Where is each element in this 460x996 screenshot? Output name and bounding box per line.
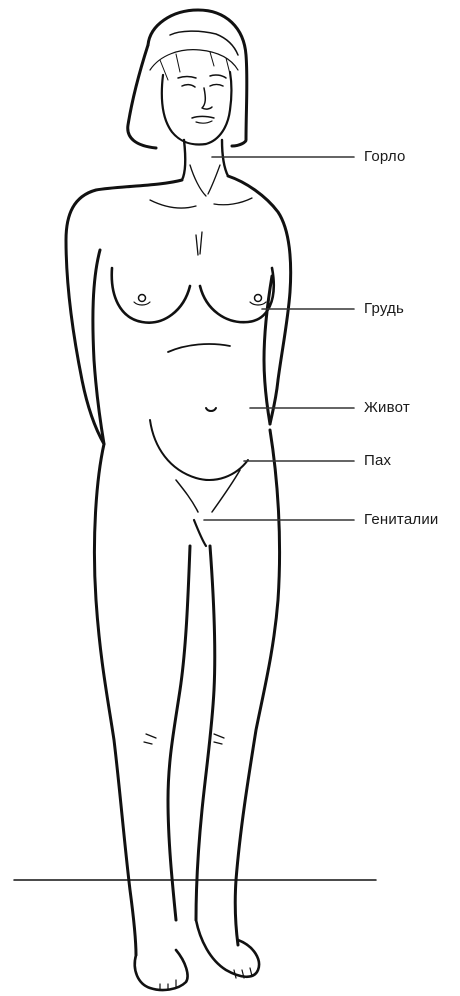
label-genitals: Гениталии [364,511,438,529]
label-belly: Живот [364,399,410,417]
breasts [112,268,274,323]
clavicles [150,198,252,255]
label-breast: Грудь [364,300,404,318]
legs [94,430,279,955]
label-throat: Горло [364,148,406,166]
label-groin: Пах [364,452,391,470]
abdomen [150,344,248,546]
face [162,72,232,145]
feet [135,920,259,990]
hair-outline [128,10,247,148]
neck [182,140,228,196]
